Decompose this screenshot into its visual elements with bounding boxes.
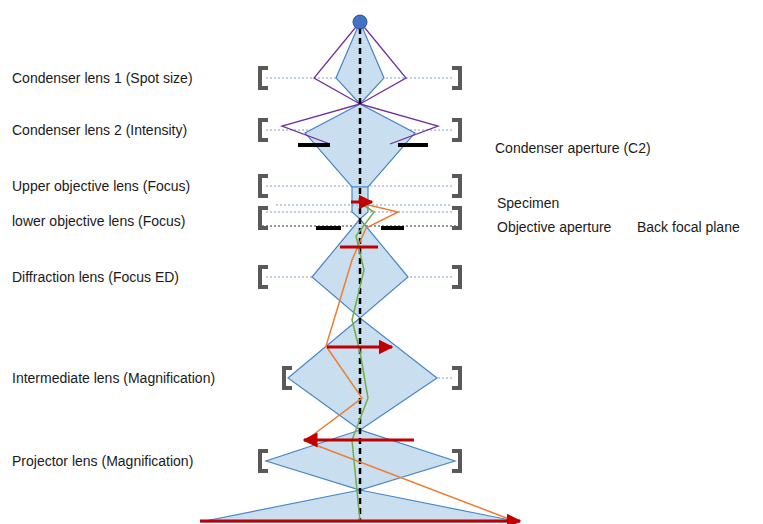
beam [200, 22, 520, 522]
lens-label: Upper objective lens (Focus) [12, 178, 190, 195]
aperture-label: Objective aperture [497, 219, 611, 236]
aperture-label: Condenser aperture (C2) [495, 140, 651, 157]
image-arrow [200, 202, 520, 521]
specimen-label: Specimen [497, 195, 559, 212]
outer-ray [360, 22, 438, 144]
lens-label: lower objective lens (Focus) [12, 213, 186, 230]
plane-label: Back focal plane [637, 219, 740, 236]
electron-source [353, 15, 367, 29]
lens-label: Projector lens (Magnification) [12, 453, 193, 470]
lens-label: Condenser lens 1 (Spot size) [12, 70, 193, 87]
lens-bracket [260, 68, 460, 471]
outer-ray [282, 22, 360, 144]
scattered-ray [305, 203, 517, 522]
lens-label: Intermediate lens (Magnification) [12, 370, 215, 387]
scattered-ray [352, 203, 374, 521]
lens-label: Condenser lens 2 (Intensity) [12, 122, 187, 139]
optic-axis [359, 28, 362, 522]
lens-label: Diffraction lens (Focus ED) [12, 269, 179, 286]
aperture [298, 145, 428, 228]
